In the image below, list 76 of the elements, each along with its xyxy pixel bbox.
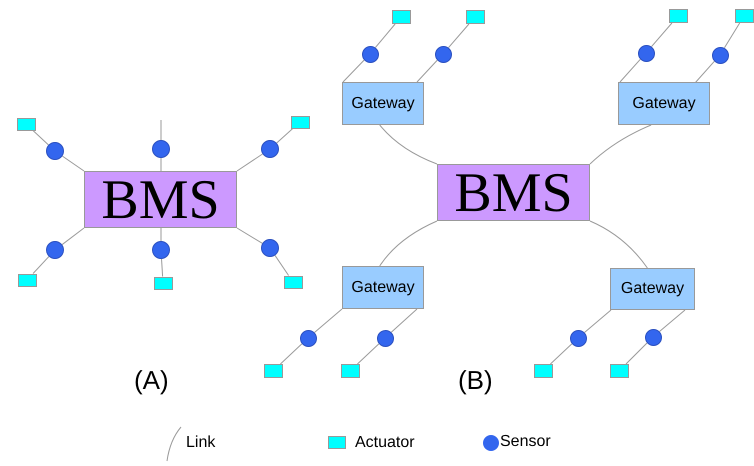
actuator-square (610, 364, 628, 378)
link-line (342, 60, 365, 82)
gateway-label: Gateway (351, 96, 415, 112)
link-line (314, 308, 342, 333)
panel-label: (B) (458, 367, 493, 393)
link-line (276, 128, 294, 144)
legend-label: Link (186, 435, 216, 451)
link-line (62, 156, 84, 172)
gateway-label: Gateway (351, 280, 415, 296)
link-line (161, 258, 164, 277)
link-line (694, 60, 715, 84)
gateway-label: Gateway (632, 96, 696, 112)
sensor-circle (261, 239, 279, 257)
actuator-square (340, 364, 360, 378)
legend-label: Actuator (355, 435, 415, 451)
gateway-box (618, 82, 710, 125)
sensor-circle (434, 46, 452, 62)
actuator-square (668, 9, 688, 23)
link-line (236, 228, 263, 244)
actuator-square (154, 276, 172, 290)
sensor-circle (261, 140, 279, 158)
actuator-square (284, 276, 302, 288)
bms-box (84, 171, 237, 228)
bms-label: BMS (101, 172, 220, 228)
link-line (160, 158, 162, 172)
actuator-square (392, 10, 410, 24)
actuator-square (16, 118, 36, 130)
link-line (379, 124, 438, 164)
link-line (626, 342, 648, 364)
link-line (32, 256, 50, 274)
actuator-square (466, 10, 484, 24)
link-line (62, 228, 84, 246)
bms-box (437, 164, 590, 221)
link-line (620, 58, 641, 82)
actuator-square (290, 116, 310, 128)
sensor-circle (152, 140, 170, 158)
panel-label: (A) (134, 367, 169, 393)
link-line (416, 60, 438, 82)
link-line (274, 254, 290, 276)
link-line (550, 343, 572, 364)
sensor-circle (644, 328, 662, 346)
link-line (160, 228, 162, 242)
actuator-square (18, 274, 36, 286)
actuator-square (734, 9, 754, 23)
gateway-label: Gateway (620, 281, 684, 297)
link-line (32, 130, 49, 146)
actuator-square (264, 364, 282, 378)
bms-label: BMS (454, 164, 573, 220)
sensor-circle (712, 46, 728, 64)
link-line (356, 343, 380, 364)
sensor-circle (638, 44, 654, 62)
link-line (584, 310, 612, 333)
link-line (724, 22, 740, 48)
link-line (160, 120, 162, 140)
sensor-circle (570, 330, 586, 346)
sensor-circle (46, 241, 64, 259)
link-line (280, 343, 302, 364)
sensor-circle (376, 330, 394, 346)
gateway-box (610, 268, 695, 310)
actuator-square (534, 364, 552, 378)
sensor-circle (46, 142, 64, 160)
legend-label: Sensor (500, 434, 551, 450)
sensor-circle (152, 241, 170, 259)
link-line (590, 220, 648, 268)
link-line (379, 220, 438, 266)
gateway-box (342, 82, 424, 125)
link-line (236, 154, 263, 172)
sensor-circle (362, 46, 378, 62)
link-line (659, 310, 686, 332)
sensor-circle (300, 330, 316, 346)
link-line (390, 308, 418, 333)
gateway-box (342, 266, 424, 309)
link-line (448, 24, 470, 48)
link-line (651, 22, 672, 48)
link-line (374, 24, 396, 48)
link-line (590, 124, 652, 164)
